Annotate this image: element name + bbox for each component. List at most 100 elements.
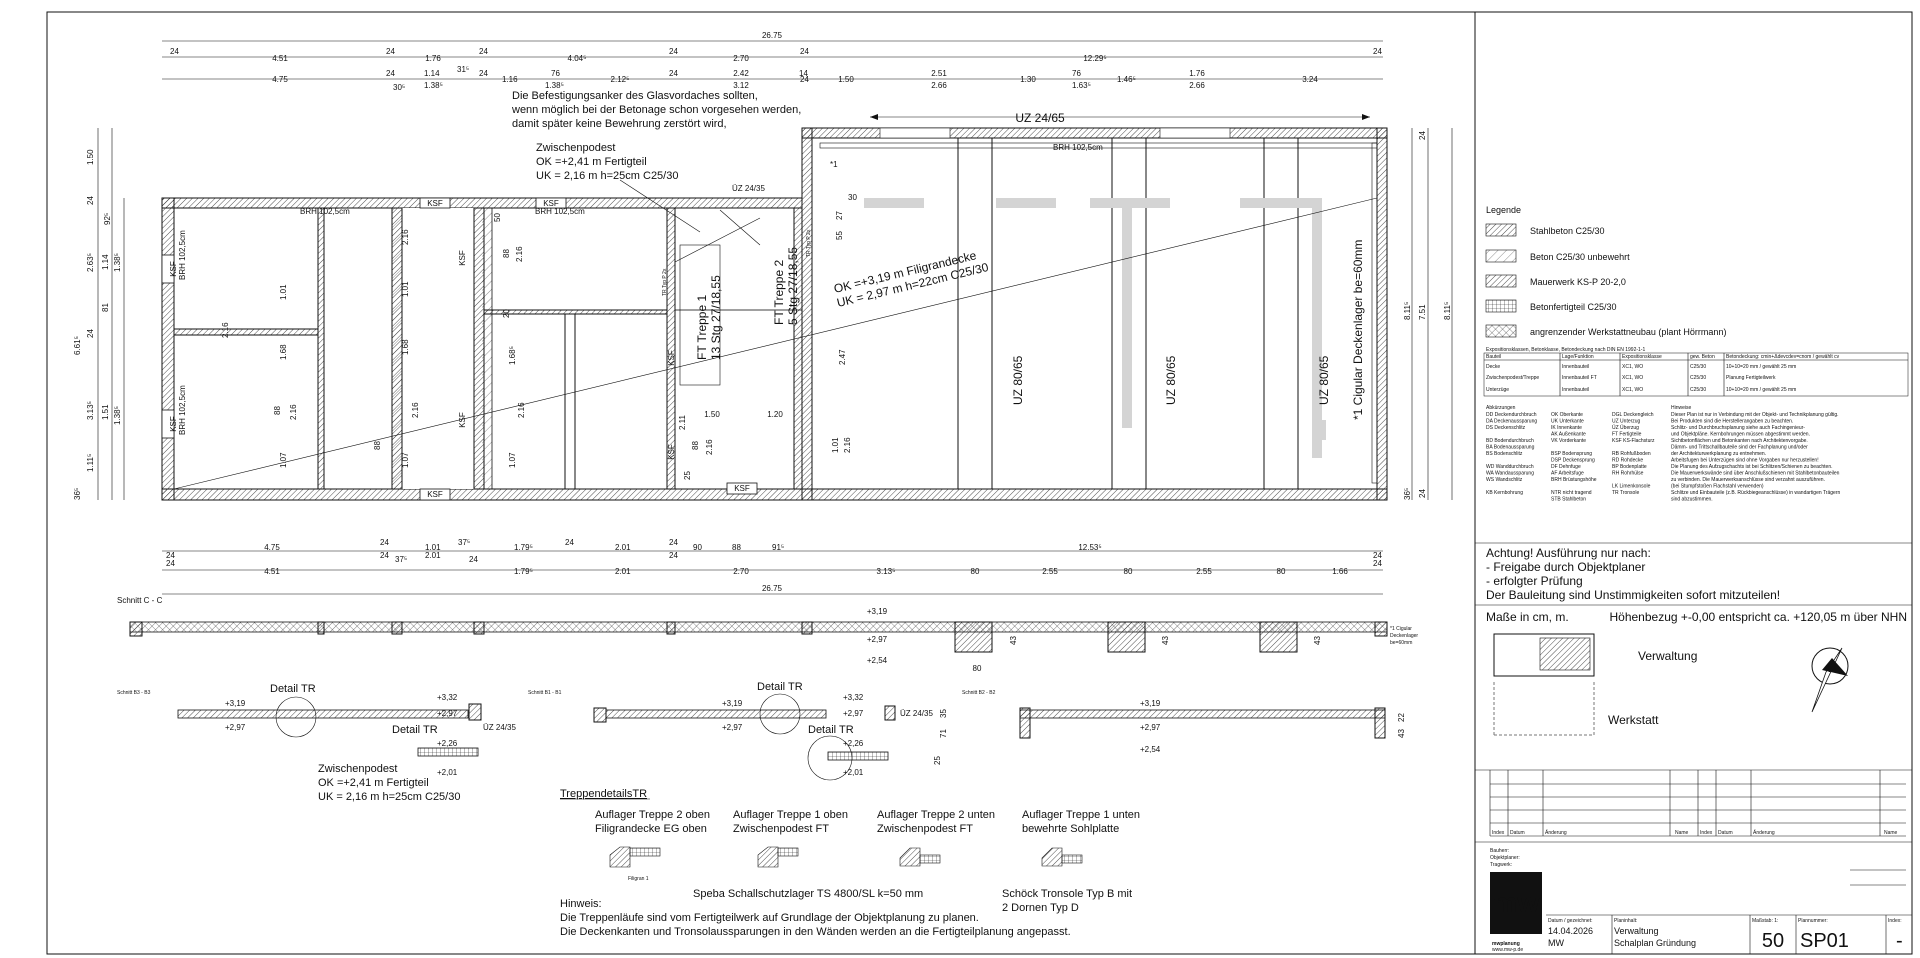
- wall: [161, 197, 803, 209]
- dim: 1.30: [1020, 75, 1036, 84]
- uz-small-label: ÜZ 24/35: [732, 184, 765, 193]
- role-label: Tragwerk:: [1490, 862, 1512, 868]
- dim: 55: [835, 231, 844, 240]
- dim: 3.24: [1302, 75, 1318, 84]
- hinweis-line: Die Treppenläufe sind vom Fertigteilwerk…: [560, 912, 979, 924]
- hinweis-item: zu verbinden. Die Mauerwerksanschlüsse s…: [1671, 477, 1825, 483]
- abk-item: DD Deckendurchbruch: [1486, 412, 1537, 418]
- abk-item: DF Dehnfuge: [1551, 464, 1581, 470]
- ksf-label: KSF: [169, 416, 178, 432]
- dim: 43: [1161, 636, 1170, 645]
- note-line: damit später keine Bewehrung zerstört wi…: [512, 118, 727, 130]
- dim: 24: [669, 47, 678, 56]
- logo-sub: mwplanung: [1492, 941, 1520, 947]
- dim: 30: [848, 193, 857, 202]
- table-cell: C25/30: [1690, 375, 1706, 381]
- dim: 8.11⁵: [1403, 302, 1412, 320]
- dim: 2.70: [733, 567, 749, 576]
- uz-label: ÜZ 24/35: [483, 723, 516, 732]
- level-label: +3,19: [722, 699, 743, 708]
- dim: 3.13⁵: [86, 401, 95, 420]
- table-cell: Innenbauteil: [1562, 387, 1589, 393]
- note-line: OK =+2,41 m Fertigteil: [318, 777, 429, 789]
- dim: 1.38⁵: [545, 81, 564, 90]
- dim: 1.76: [425, 54, 441, 63]
- massstab-label: Maßstab: 1:: [1752, 918, 1778, 924]
- abk-item: TR Tronsole: [1612, 490, 1639, 496]
- dim: 12.29⁵: [1083, 54, 1106, 63]
- dim: 24: [86, 329, 95, 338]
- dim: 1.38⁵: [424, 81, 443, 90]
- dim-overall-top: 26.75: [762, 31, 783, 40]
- dim: 1.14: [424, 69, 440, 78]
- top-dimension-chains: 26.75 24 4.51 24 1.76 24 4.04⁵ 24 2.70 2…: [162, 31, 1383, 92]
- dim: 88: [732, 543, 741, 552]
- dim: 1.01: [425, 543, 441, 552]
- dim: 1.07: [279, 452, 288, 468]
- wall: [161, 488, 803, 501]
- wall: [173, 328, 319, 336]
- north-letter: N: [1828, 661, 1837, 675]
- abk-title: Abkürzungen: [1486, 405, 1516, 411]
- abk-item: IK Innenkante: [1551, 425, 1582, 431]
- treppe-label: 5 Stg 27/18,55: [786, 247, 800, 325]
- dim: 1.63⁵: [1072, 81, 1091, 90]
- detail-label: Detail TR: [757, 681, 803, 693]
- dim: 36⁵: [73, 488, 82, 500]
- table-head: Bauteil: [1486, 354, 1501, 360]
- dim: 1.07: [401, 452, 410, 468]
- ksf-label: KSF: [458, 250, 467, 266]
- uz-label: UZ 24/65: [1015, 111, 1065, 125]
- star-mark: *1: [830, 160, 838, 169]
- dim: 2.63⁵: [86, 253, 95, 272]
- note-line: UK = 2,16 m h=25cm C25/30: [318, 791, 460, 803]
- note-line: OK =+2,41 m Fertigteil: [536, 156, 647, 168]
- dim: 2.12⁵: [611, 75, 630, 84]
- dim: 4.75: [272, 75, 288, 84]
- dim: 30⁵: [393, 83, 405, 92]
- note-line: Zwischenpodest: [318, 763, 398, 775]
- cigular-note: Deckenlager: [1390, 633, 1418, 639]
- abk-item: DS Deckenschlitz: [1486, 425, 1526, 431]
- dim: 4.04⁵: [568, 54, 587, 63]
- dim: 1.79⁵: [514, 567, 533, 576]
- dim: 2.16: [705, 439, 714, 455]
- hinweis-item: und Objektpläne. Kernbohrungen müssen ab…: [1671, 432, 1810, 438]
- legend: Legende Stahlbeton C25/30 Beton C25/30 u…: [1483, 205, 1909, 397]
- dim: 1.16: [502, 75, 518, 84]
- dim: 1.68: [401, 339, 410, 355]
- abk-item: BS Bodenschlitz: [1486, 451, 1523, 457]
- section-c: Schnitt C - C +3,19 +2,97 +2,54 80 43 43…: [117, 596, 1418, 673]
- dim: 2.11: [678, 414, 687, 430]
- dim: 4.51: [272, 54, 288, 63]
- dim: 2.01: [615, 543, 631, 552]
- legend-item: Mauerwerk KS-P 20-2,0: [1530, 277, 1626, 287]
- level-label: +3,32: [843, 693, 864, 702]
- dim: 7.51: [1418, 304, 1427, 320]
- sheet-frame: [46, 11, 1913, 955]
- brh-label: BRH 102,5cm: [1053, 143, 1103, 152]
- abk-item: DSP Deckensprung: [1551, 458, 1595, 464]
- legend-item: Stahlbeton C25/30: [1530, 226, 1605, 236]
- dim: 2.01: [425, 551, 441, 560]
- dim: 2.16: [289, 404, 298, 420]
- dim: 91⁵: [772, 543, 784, 552]
- table-cell: Planung Fertigteilwerk: [1726, 375, 1776, 381]
- dim: 24: [669, 69, 678, 78]
- dim: 2.47: [838, 349, 847, 365]
- dim: 2.70: [733, 54, 749, 63]
- dim: 24: [166, 559, 175, 568]
- abk-item: BA Bodenaussparung: [1486, 445, 1535, 451]
- datum-label: Datum / gezeichnet:: [1548, 918, 1592, 924]
- dim: 88: [502, 249, 511, 258]
- wall: [317, 207, 325, 490]
- hinweis-item: der Architekturwerkplanung zu entnehmen.: [1671, 451, 1766, 457]
- ksf-label: KSF: [427, 199, 443, 208]
- level-label: +2,01: [437, 768, 458, 777]
- ksf-label: KSF: [169, 261, 178, 277]
- abk-item: KB Kernbohrung: [1486, 490, 1523, 496]
- abk-item: WS Wandschlitz: [1486, 477, 1523, 483]
- hinweis-item: Schlitze und Einbauteile (z.B. Rückbiege…: [1671, 490, 1840, 496]
- table-cell: Innenbauteil FT: [1562, 375, 1597, 381]
